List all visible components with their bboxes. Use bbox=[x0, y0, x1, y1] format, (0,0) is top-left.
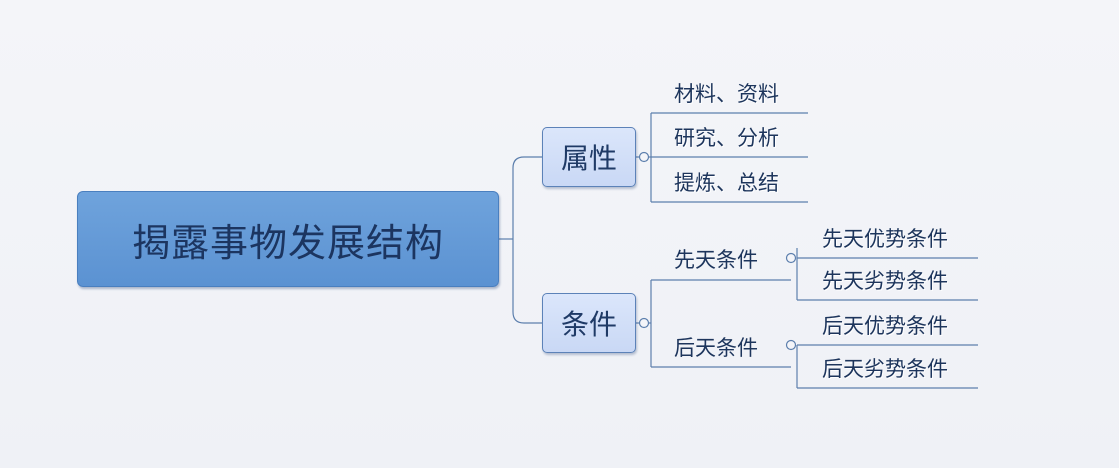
leaf-innate-1[interactable]: 先天优势条件 bbox=[822, 227, 948, 251]
root-topic-label: 揭露事物发展结构 bbox=[131, 220, 444, 265]
branch-conditions-label: 条件 bbox=[560, 308, 617, 341]
root-topic[interactable]: 揭露事物发展结构 bbox=[77, 191, 499, 287]
collapse-toggle-acquired bbox=[785, 339, 797, 351]
collapse-toggle-innate bbox=[785, 252, 797, 264]
leaf-attributes-3[interactable]: 提炼、总结 bbox=[674, 171, 779, 195]
sub-branch-acquired[interactable]: 后天条件 bbox=[674, 336, 758, 360]
leaf-acquired-2[interactable]: 后天劣势条件 bbox=[822, 357, 948, 381]
branch-conditions[interactable]: 条件 bbox=[542, 293, 636, 353]
leaf-innate-2[interactable]: 先天劣势条件 bbox=[822, 269, 948, 293]
leaf-acquired-1[interactable]: 后天优势条件 bbox=[822, 314, 948, 338]
leaf-attributes-1[interactable]: 材料、资料 bbox=[674, 82, 779, 106]
branch-attributes-label: 属性 bbox=[560, 142, 617, 175]
sub-branch-innate[interactable]: 先天条件 bbox=[674, 248, 758, 272]
collapse-toggle-conditions bbox=[638, 317, 650, 329]
branch-attributes[interactable]: 属性 bbox=[542, 127, 636, 187]
leaf-attributes-2[interactable]: 研究、分析 bbox=[674, 126, 779, 150]
collapse-toggle-attributes bbox=[638, 151, 650, 163]
connector-root-to-attributes bbox=[512, 156, 542, 239]
connector-root-to-conditions bbox=[512, 239, 542, 324]
